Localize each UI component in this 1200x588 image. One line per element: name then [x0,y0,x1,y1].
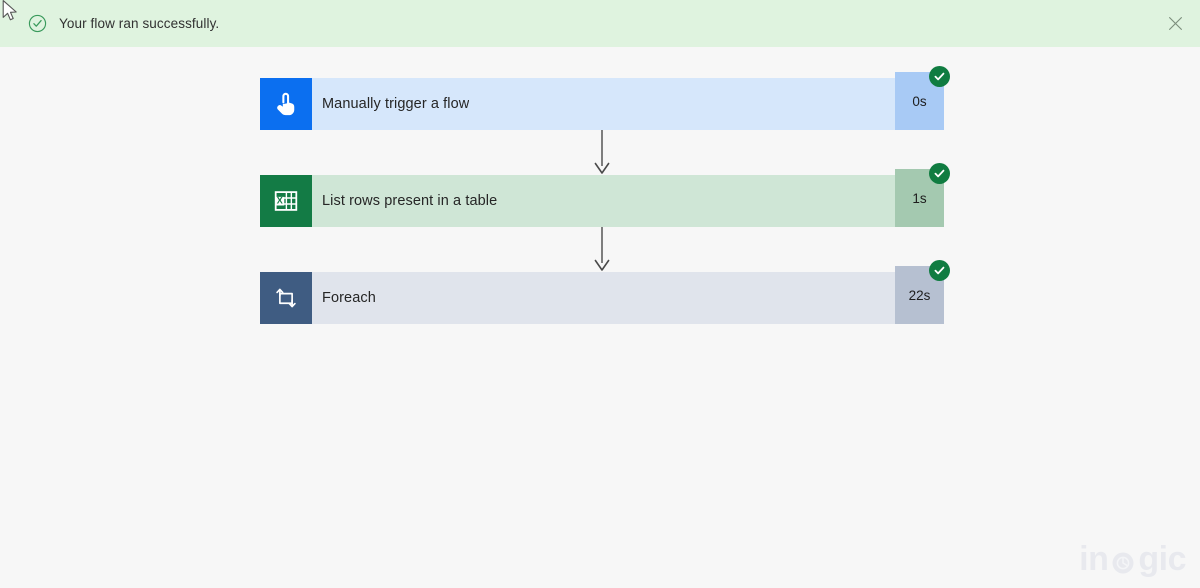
check-icon [934,266,945,275]
tap-gesture-icon [260,78,312,130]
status-badge [929,163,950,184]
success-notification-bar: Your flow ran successfully. [0,0,1200,47]
check-icon [934,72,945,81]
flow-node[interactable]: X List rows present in a table 1s [260,163,950,227]
inogic-watermark: in gic [1079,542,1186,576]
arrow-down-icon [594,130,610,174]
excel-table-icon: X [260,175,312,227]
flow-connector [260,130,944,175]
watermark-o-mark [1108,542,1138,576]
watermark-text-part1: in [1079,540,1109,578]
flow-node-title: List rows present in a table [322,193,498,209]
flow-node-title: Foreach [322,290,376,306]
flow-node[interactable]: Manually trigger a flow 0s [260,66,950,130]
flow-connector [260,227,944,272]
status-badge [929,66,950,87]
flow-node[interactable]: Foreach 22s [260,260,950,324]
svg-text:X: X [277,196,283,206]
watermark-text-part3: gic [1138,540,1186,578]
close-icon[interactable] [1164,13,1186,35]
flow-run-diagram: Manually trigger a flow 0s X [260,66,950,324]
status-badge [929,260,950,281]
loop-icon [260,272,312,324]
check-circle-icon [28,14,47,33]
arrow-down-icon [594,227,610,271]
check-icon [934,169,945,178]
flow-node-title: Manually trigger a flow [322,96,470,112]
notification-message: Your flow ran successfully. [59,16,220,31]
